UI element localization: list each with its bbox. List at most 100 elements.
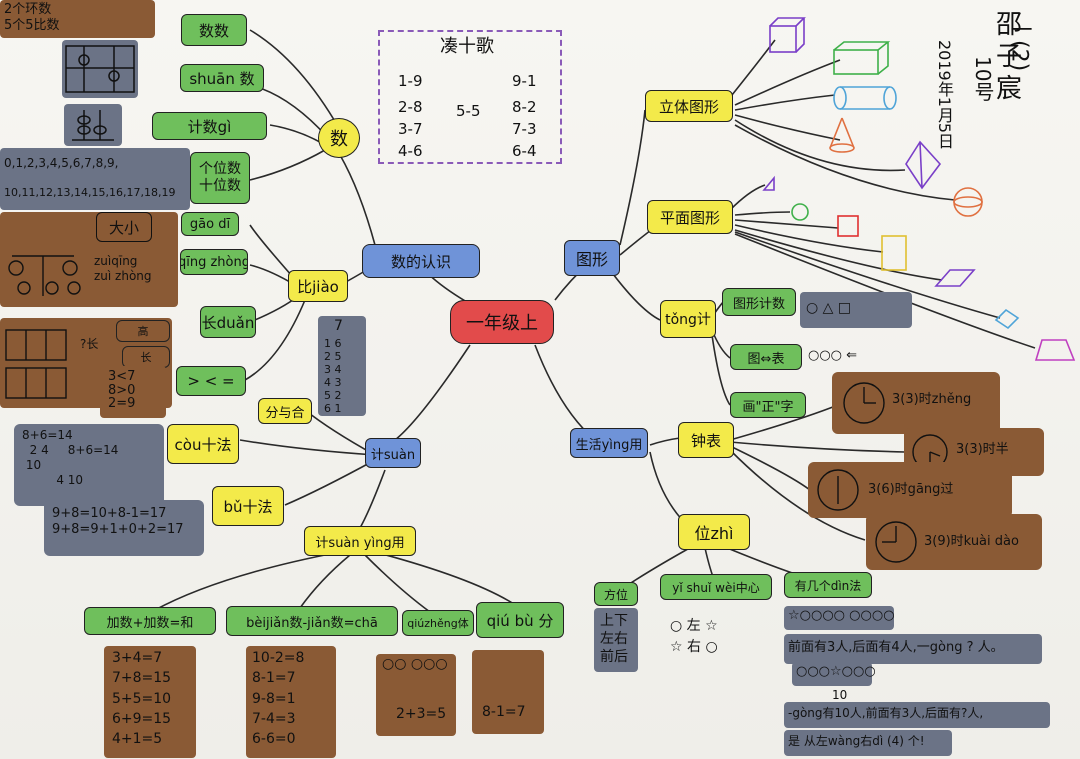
stats-row-1: ○ △ □ xyxy=(806,300,852,316)
author-name: 邵子宸 xyxy=(991,10,1022,106)
dots-row: ☆○○○○ ○○○○ xyxy=(788,608,895,623)
split-row-2: 2 5 xyxy=(324,349,342,363)
cone-icon xyxy=(829,117,855,153)
node-calc-application[interactable]: 计suàn yìng用 xyxy=(304,526,416,556)
subtraction-list: 10-2=8 8-1=7 9-8=1 7-4=3 6-6=0 xyxy=(252,648,304,749)
node-how-many[interactable]: 有几个dìn法 xyxy=(784,572,872,598)
part-example-box: 8-1=7 xyxy=(472,650,544,734)
split-row-5: 5 2 xyxy=(324,388,342,402)
clock-text-4: 3(9)时kuài dào xyxy=(924,534,1019,549)
add-eq-2: 7+8=15 xyxy=(112,670,172,687)
part-equation: 8-1=7 xyxy=(482,704,526,720)
poem-r2-left: 2-8 xyxy=(398,98,423,116)
node-plane-shapes[interactable]: 平面图形 xyxy=(647,200,733,234)
addition-list: 3+4=7 7+8=15 5+5=10 6+9=15 4+1=5 xyxy=(112,648,171,749)
poem-r4-right: 6-4 xyxy=(512,142,537,160)
compare-example: 3<7 8>0 2=9 xyxy=(108,369,136,412)
sub-eq-2: 8-1=7 xyxy=(252,670,296,687)
compare-example-box: 3<7 8>0 2=9 xyxy=(100,366,166,418)
people-problem-1-box: 前面有3人,后面有4人,一gòng ? 人。 xyxy=(784,634,1042,664)
clock-box-1: 3(3)时zhěng xyxy=(832,372,1000,434)
node-position[interactable]: 位zhì xyxy=(678,514,750,550)
count-ten: 10 xyxy=(832,688,848,702)
rhombus-icon xyxy=(994,308,1020,330)
bar-blocks-icon: ?长 xyxy=(5,329,98,399)
node-numbers[interactable]: 数 xyxy=(318,118,360,158)
shape-drawings xyxy=(762,17,1076,361)
clock-text-1: 3(3)时zhěng xyxy=(892,392,972,407)
compare-drawings-box: 大小 zuìqīng zuì zhòng xyxy=(0,212,178,307)
node-add-ten[interactable]: bǔ十法 xyxy=(212,486,284,526)
whole-equation: 2+3=5 xyxy=(396,706,447,722)
count-sequence-1: 0,1,2,3,4,5,6,7,8,9, xyxy=(4,156,119,170)
node-place-value[interactable]: 个位数 十位数 xyxy=(190,152,250,204)
node-clock[interactable]: 钟表 xyxy=(678,422,734,458)
node-chart-table[interactable]: 图⇔表 xyxy=(730,344,802,370)
make-ten-text: 8+6=14 2 4 8+6=14 10 4 10 xyxy=(22,428,119,487)
sub-eq-4: 7-4=3 xyxy=(252,710,296,727)
node-long-short[interactable]: 长duǎn xyxy=(200,306,256,338)
circle-icon xyxy=(791,203,809,221)
node-subtraction-formula[interactable]: bèijiǎn数-jiǎn数=chā xyxy=(226,606,398,636)
node-calculation[interactable]: 计suàn xyxy=(365,438,421,468)
node-life-application[interactable]: 生活yìng用 xyxy=(570,428,648,458)
poem-r1-left: 1-9 xyxy=(398,72,423,90)
square-icon xyxy=(837,215,859,237)
people-problem-1: 前面有3人,后面有4人,一gòng ? 人。 xyxy=(788,640,1004,655)
people-problem-2-box: -gòng有10人,前面有3人,后面有?人, xyxy=(784,702,1050,728)
node-addition-formula[interactable]: 加数+加数=和 xyxy=(84,607,216,635)
node-big-small: 大小 xyxy=(96,212,152,242)
node-high-low[interactable]: gāo dī xyxy=(181,212,239,236)
pyramid-icon xyxy=(905,140,942,190)
rectangle-icon xyxy=(881,235,907,271)
author-number: 10号 xyxy=(971,56,995,102)
split-row-6: 6 1 xyxy=(324,401,342,415)
node-shuan-numbers[interactable]: shuān 数 xyxy=(180,64,264,92)
node-statistics[interactable]: tǒng计 xyxy=(660,300,716,338)
sub-eq-1: 10-2=8 xyxy=(252,650,305,666)
clock-box-4: 3(9)时kuài dào xyxy=(866,514,1042,570)
node-solid-shapes[interactable]: 立体图形 xyxy=(645,90,733,122)
node-compare-signs[interactable]: > < = xyxy=(176,366,246,396)
node-shapes[interactable]: 图形 xyxy=(564,240,620,276)
long-label: 长 xyxy=(122,346,170,368)
split-top: 7 xyxy=(334,318,343,334)
node-split-combine[interactable]: 分与合 xyxy=(258,398,312,424)
poem-title: 凑十歌 xyxy=(440,36,494,57)
node-count-shapes[interactable]: 图形计数 xyxy=(722,288,796,316)
node-light-heavy[interactable]: qīng zhòng xyxy=(180,249,248,275)
poem-r3-right: 7-3 xyxy=(512,120,537,138)
node-center-reference[interactable]: yǐ shuǐ wèi中心 xyxy=(660,574,772,600)
animal-positions-box: ○ 左 ☆ ☆ 右 ○ xyxy=(668,602,748,672)
node-part[interactable]: qiú bù 分 xyxy=(476,602,564,638)
node-counting[interactable]: 计数gì xyxy=(152,112,267,140)
clock-box-3: 3(6)时gāng过 xyxy=(808,462,1012,518)
subtraction-list-box: 10-2=8 8-1=7 9-8=1 7-4=3 6-6=0 xyxy=(246,646,336,758)
add-ten-example: 9+8=10+8-1=17 9+8=9+1+0+2=17 xyxy=(44,500,204,556)
balance-scale-icon xyxy=(8,255,81,296)
node-center[interactable]: 一年级上 xyxy=(450,300,554,344)
heavy-light-text: zuìqīng zuì zhòng xyxy=(94,254,152,283)
cube-icon xyxy=(769,17,806,53)
node-compare[interactable]: 比jiào xyxy=(288,270,348,302)
node-number-recognition[interactable]: 数的认识 xyxy=(362,244,480,278)
poem-r2-mid: 5-5 xyxy=(456,102,481,120)
cuboid-icon xyxy=(833,41,891,75)
split-row-4: 4 3 xyxy=(324,375,342,389)
whole-dots: ○○ ○○○ xyxy=(382,656,448,672)
node-direction[interactable]: 方位 xyxy=(594,582,638,606)
poem-r2-right: 8-2 xyxy=(512,98,537,116)
tall-label: 高 xyxy=(116,320,170,342)
node-tally[interactable]: 画"正"字 xyxy=(730,392,806,418)
clock-text-3: 3(6)时gāng过 xyxy=(868,482,954,497)
author-class: 一(2) xyxy=(1006,18,1032,72)
node-make-ten[interactable]: còu十法 xyxy=(167,424,239,464)
clock-icon xyxy=(817,469,859,511)
sphere-icon xyxy=(953,187,983,217)
add-eq-3: 5+5=10 xyxy=(112,690,172,707)
node-count-numbers[interactable]: 数数 xyxy=(181,14,247,46)
add-eq-4: 6+9=15 xyxy=(112,710,172,727)
count-sequence-box: 0,1,2,3,4,5,6,7,8,9, 10,11,12,13,14,15,1… xyxy=(0,148,190,210)
node-whole[interactable]: qiúzhěng体 xyxy=(402,610,474,636)
